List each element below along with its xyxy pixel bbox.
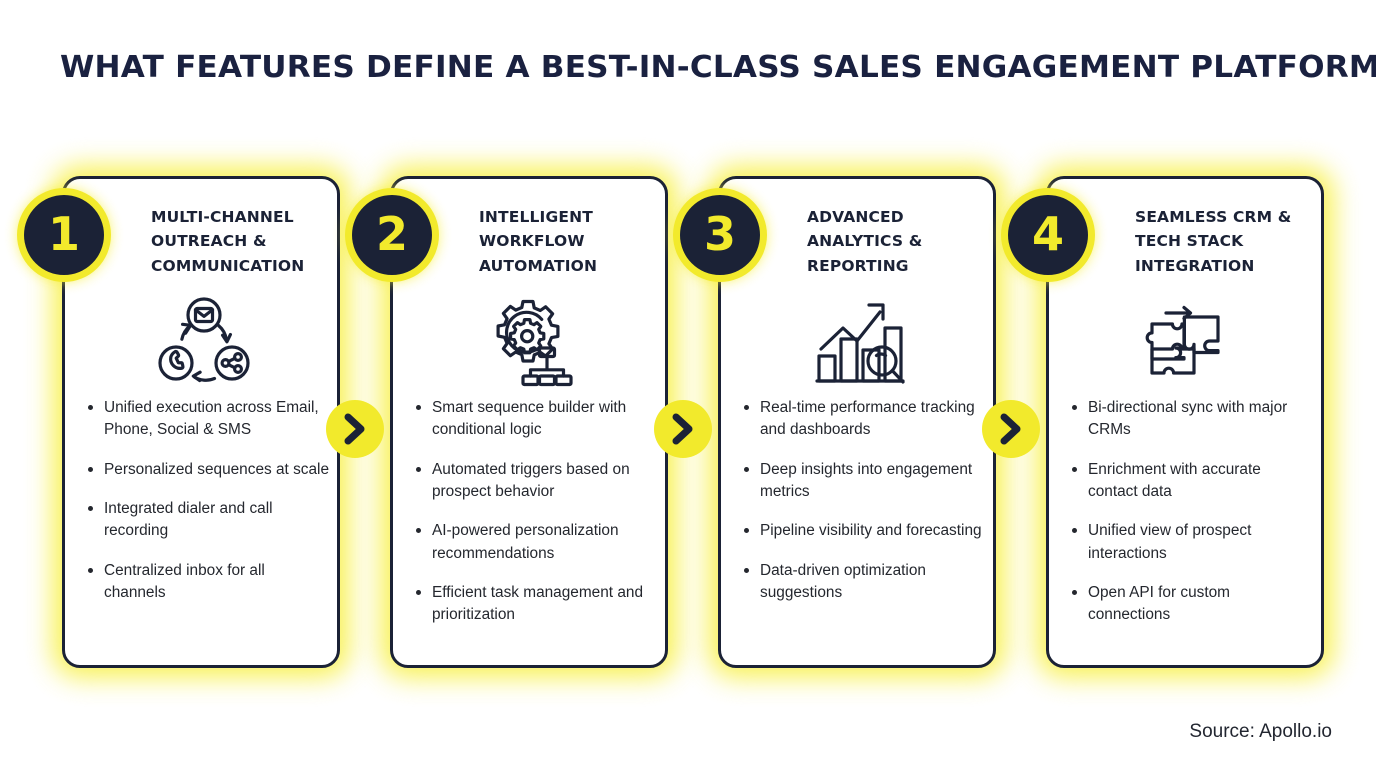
badge-core: 3 <box>680 195 760 275</box>
badge-number: 3 <box>703 206 736 261</box>
badge-ring: 1 <box>17 188 111 282</box>
feature-card-1: MULTI-CHANNEL OUTREACH & COMMUNICATION <box>17 166 350 678</box>
feature-card-2: INTELLIGENT WORKFLOW AUTOMATION Smart se… <box>345 166 678 678</box>
cards-row: MULTI-CHANNEL OUTREACH & COMMUNICATION <box>0 166 1376 678</box>
badge-number: 4 <box>1031 206 1064 261</box>
step-badge-2: 2 <box>345 188 439 282</box>
multichannel-cycle-icon <box>65 297 343 389</box>
card-body: MULTI-CHANNEL OUTREACH & COMMUNICATION <box>62 176 340 668</box>
list-item: Efficient task management and prioritiza… <box>413 582 657 627</box>
list-item: Unified execution across Email, Phone, S… <box>85 397 329 442</box>
bullet-list: Real-time performance tracking and dashb… <box>741 397 985 621</box>
list-item: Automated triggers based on prospect beh… <box>413 459 657 504</box>
card-body: SEAMLESS CRM & TECH STACK INTEGRATION Bi… <box>1046 176 1324 668</box>
list-item: Integrated dialer and call recording <box>85 498 329 543</box>
list-item: Smart sequence builder with conditional … <box>413 397 657 442</box>
list-item: Unified view of prospect interactions <box>1069 520 1313 565</box>
bar-chart-magnifier-icon <box>721 297 999 389</box>
list-item: Personalized sequences at scale <box>85 459 329 481</box>
feature-card-3: ADVANCED ANALYTICS & REPORTING Real-time <box>673 166 1006 678</box>
badge-core: 4 <box>1008 195 1088 275</box>
page-title: WHAT FEATURES DEFINE A BEST-IN-CLASS SAL… <box>60 50 1376 85</box>
chevron-right-icon <box>672 413 693 445</box>
feature-card-4: SEAMLESS CRM & TECH STACK INTEGRATION Bi… <box>1001 166 1334 678</box>
puzzle-integration-icon <box>1049 297 1327 389</box>
badge-ring: 2 <box>345 188 439 282</box>
badge-core: 2 <box>352 195 432 275</box>
badge-number: 1 <box>47 206 80 261</box>
gear-workflow-icon <box>393 297 671 389</box>
badge-ring: 4 <box>1001 188 1095 282</box>
source-attribution: Source: Apollo.io <box>1189 721 1332 742</box>
card-heading: MULTI-CHANNEL OUTREACH & COMMUNICATION <box>151 208 305 275</box>
list-item: Data-driven optimization suggestions <box>741 560 985 605</box>
list-item: Pipeline visibility and forecasting <box>741 520 985 542</box>
connector-chevron-1 <box>326 400 384 458</box>
card-heading: ADVANCED ANALYTICS & REPORTING <box>807 208 923 275</box>
card-heading: SEAMLESS CRM & TECH STACK INTEGRATION <box>1135 208 1292 275</box>
connector-chevron-3 <box>982 400 1040 458</box>
badge-ring: 3 <box>673 188 767 282</box>
chevron-right-icon <box>344 413 365 445</box>
card-body: ADVANCED ANALYTICS & REPORTING Real-time <box>718 176 996 668</box>
bullet-list: Bi-directional sync with major CRMs Enri… <box>1069 397 1313 644</box>
chevron-right-icon <box>1000 413 1021 445</box>
step-badge-4: 4 <box>1001 188 1095 282</box>
step-badge-1: 1 <box>17 188 111 282</box>
list-item: Centralized inbox for all channels <box>85 560 329 605</box>
list-item: Deep insights into engagement metrics <box>741 459 985 504</box>
list-item: Real-time performance tracking and dashb… <box>741 397 985 442</box>
bullet-list: Smart sequence builder with conditional … <box>413 397 657 644</box>
badge-core: 1 <box>24 195 104 275</box>
card-body: INTELLIGENT WORKFLOW AUTOMATION Smart se… <box>390 176 668 668</box>
list-item: Enrichment with accurate contact data <box>1069 459 1313 504</box>
connector-chevron-2 <box>654 400 712 458</box>
list-item: Bi-directional sync with major CRMs <box>1069 397 1313 442</box>
badge-number: 2 <box>375 206 408 261</box>
list-item: AI-powered personalization recommendatio… <box>413 520 657 565</box>
card-heading: INTELLIGENT WORKFLOW AUTOMATION <box>479 208 598 275</box>
step-badge-3: 3 <box>673 188 767 282</box>
list-item: Open API for custom connections <box>1069 582 1313 627</box>
bullet-list: Unified execution across Email, Phone, S… <box>85 397 329 621</box>
